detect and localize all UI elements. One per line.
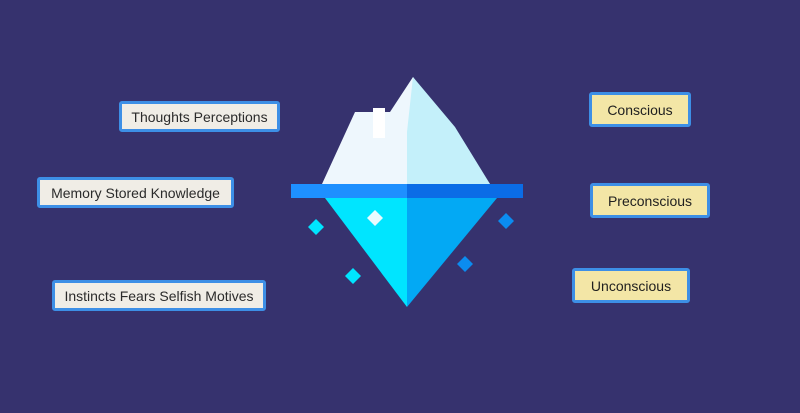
crystal-diamond bbox=[345, 268, 361, 284]
label-text: Thoughts Perceptions bbox=[131, 108, 268, 125]
label-memory-stored-knowledge: Memory Stored Knowledge bbox=[37, 177, 234, 208]
iceberg-highlight bbox=[373, 108, 385, 138]
label-text: Unconscious bbox=[590, 277, 672, 294]
label-unconscious: Unconscious bbox=[572, 268, 690, 303]
label-text: Memory Stored Knowledge bbox=[51, 184, 220, 201]
iceberg-tip-shade bbox=[407, 77, 490, 184]
label-text: Preconscious bbox=[607, 192, 693, 209]
waterline-right bbox=[407, 184, 523, 198]
label-conscious: Conscious bbox=[589, 92, 691, 127]
iceberg-underwater-left bbox=[325, 198, 407, 307]
label-thoughts-perceptions: Thoughts Perceptions bbox=[119, 101, 280, 132]
crystal-diamond bbox=[457, 256, 473, 272]
label-text: Instincts Fears Selfish Motives bbox=[64, 287, 254, 304]
iceberg-underwater-right bbox=[407, 198, 497, 307]
crystal-diamond bbox=[498, 213, 514, 229]
label-preconscious: Preconscious bbox=[590, 183, 710, 218]
iceberg-illustration bbox=[291, 77, 523, 307]
waterline-left bbox=[291, 184, 407, 198]
label-text: Conscious bbox=[607, 101, 673, 118]
label-instincts-fears-selfish-motives: Instincts Fears Selfish Motives bbox=[52, 280, 266, 311]
crystal-diamond bbox=[308, 219, 324, 235]
crystal-diamond bbox=[367, 210, 383, 226]
